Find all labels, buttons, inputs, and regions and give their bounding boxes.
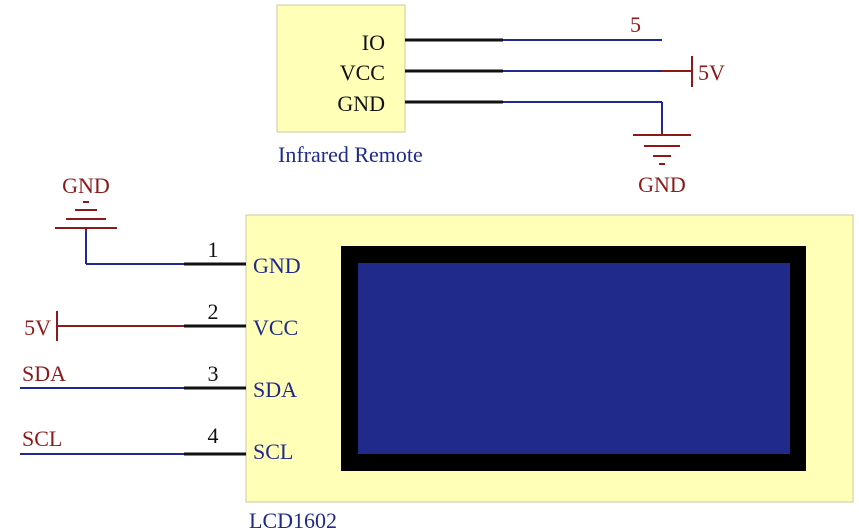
lcd-module-label: LCD1602	[249, 508, 337, 532]
lcd-pin-vcc-label: VCC	[253, 315, 298, 340]
lcd-vcc-net-label: 5V	[24, 315, 51, 340]
lcd-pin-scl-label: SCL	[253, 439, 293, 464]
ir-io-net-label: 5	[630, 12, 641, 37]
lcd-ground-symbol-icon	[55, 201, 117, 232]
lcd-vcc-wire	[56, 311, 246, 341]
lcd-pin-4-number: 4	[208, 423, 219, 448]
lcd-pin-3-number: 3	[208, 361, 219, 386]
ir-pin-vcc-label: VCC	[340, 60, 385, 85]
lcd-screen	[358, 263, 790, 454]
lcd-pin-gnd-label: GND	[253, 253, 301, 278]
lcd-gnd-net-label: GND	[62, 173, 110, 198]
ir-vcc-net-label: 5V	[698, 60, 725, 85]
lcd-scl-net-label: SCL	[22, 426, 62, 451]
ir-module-body	[276, 4, 406, 133]
ir-pin-io-label: IO	[362, 30, 385, 55]
ir-vcc-wire	[405, 56, 693, 87]
ir-gnd-wire	[405, 100, 663, 131]
lcd-pin-1-number: 1	[208, 237, 219, 262]
lcd-gnd-wire	[85, 232, 246, 266]
lcd-pin-2-number: 2	[208, 299, 219, 324]
lcd-pin-sda-label: SDA	[253, 377, 297, 402]
ir-gnd-net-label: GND	[638, 172, 686, 197]
lcd-sda-net-label: SDA	[22, 361, 66, 386]
ir-ground-symbol-icon	[633, 131, 691, 165]
ir-module-label: Infrared Remote	[278, 142, 423, 167]
ir-pin-gnd-label: GND	[337, 91, 385, 116]
